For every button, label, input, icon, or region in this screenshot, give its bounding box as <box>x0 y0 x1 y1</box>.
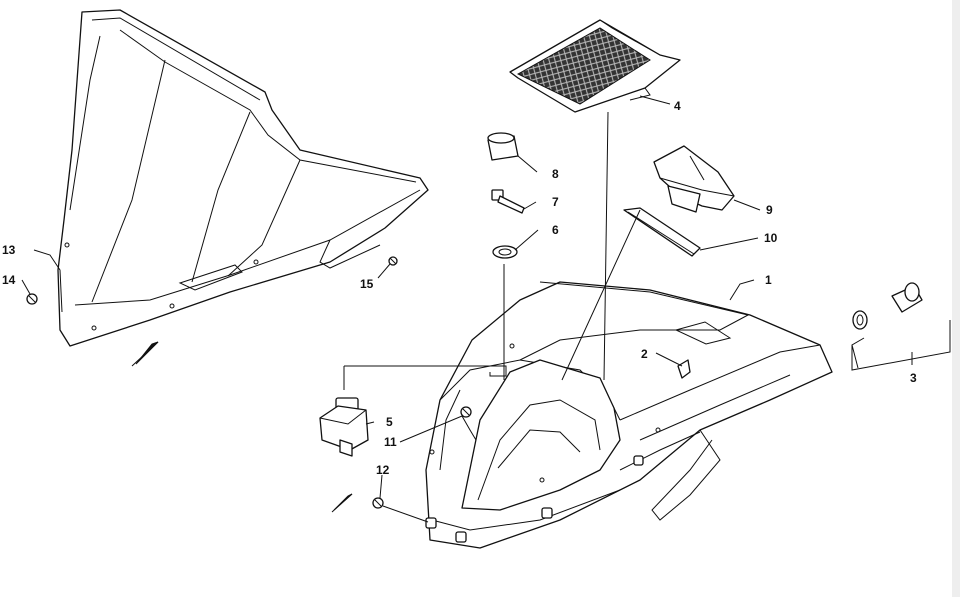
key-7 <box>491 189 525 214</box>
page-edge-strip <box>952 0 960 597</box>
windshield <box>57 9 429 347</box>
callout-2: 2 <box>641 347 648 361</box>
leader-lines <box>21 95 951 523</box>
screw-14 <box>26 293 38 305</box>
key-bezel-6 <box>492 245 518 259</box>
screw-15 <box>388 256 398 266</box>
screw-12 <box>372 497 384 509</box>
callout-3: 3 <box>910 371 917 385</box>
callout-4: 4 <box>674 99 681 113</box>
switch-5 <box>319 397 369 457</box>
callout-1: 1 <box>765 273 772 287</box>
callout-7: 7 <box>552 195 559 209</box>
callout-10: 10 <box>764 231 778 245</box>
screw-11 <box>460 406 472 418</box>
callout-12: 12 <box>376 463 390 477</box>
clip-2 <box>677 359 691 379</box>
callout-14: 14 <box>2 273 16 287</box>
vent-grille <box>509 19 681 113</box>
callout-6: 6 <box>552 223 559 237</box>
callout-15: 15 <box>360 277 374 291</box>
callout-11: 11 <box>384 435 397 449</box>
callout-8: 8 <box>552 167 559 181</box>
callout-9: 9 <box>766 203 773 217</box>
callout-13: 13 <box>2 243 16 257</box>
trim-strip-10 <box>623 207 701 257</box>
callout-5: 5 <box>386 415 393 429</box>
key-cap-8 <box>487 132 519 161</box>
hood-assembly <box>425 281 833 549</box>
power-outlet-3 <box>852 282 923 330</box>
gauge-9 <box>653 145 735 213</box>
